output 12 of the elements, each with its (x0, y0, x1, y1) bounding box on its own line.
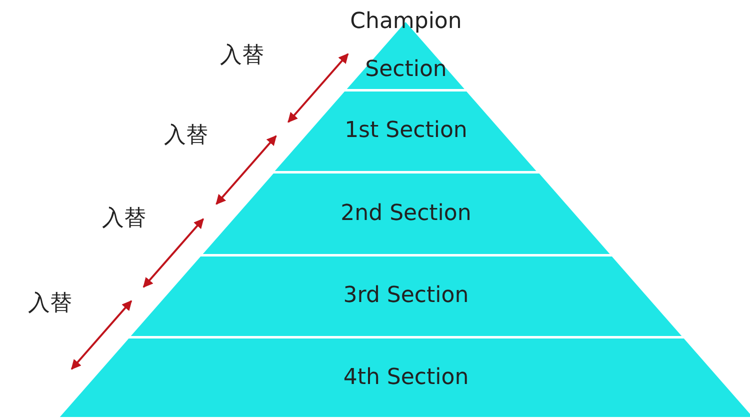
double-arrow (216, 135, 277, 205)
tier-label: 4th Section (342, 364, 470, 392)
pyramid-tier (202, 172, 610, 255)
tier-label: Champion Section (349, 8, 463, 84)
pyramid-tier (58, 337, 750, 418)
double-arrow (288, 53, 349, 123)
pyramid-tier (130, 255, 682, 337)
tier-label: 1st Section (344, 117, 468, 145)
double-arrow (142, 218, 204, 288)
tier-label: 2nd Section (340, 200, 472, 228)
double-arrow (70, 300, 132, 370)
tier-label: 3rd Section (342, 282, 470, 310)
